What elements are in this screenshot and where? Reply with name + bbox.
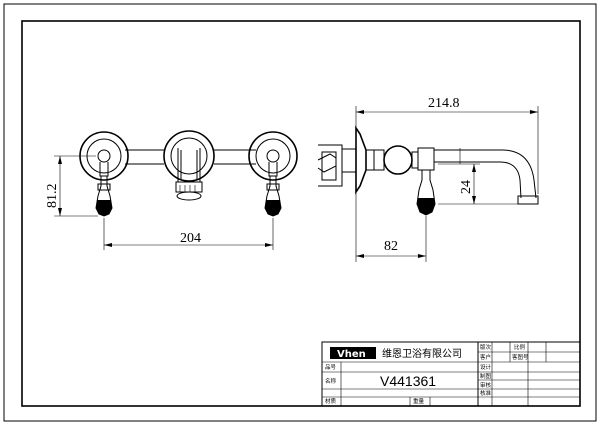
right-handle [248, 131, 298, 217]
label-part-number: 品号 [325, 364, 337, 371]
model-number: V441361 [380, 373, 436, 389]
label-name: 名称 [325, 377, 337, 385]
company-name: 维恩卫浴有限公司 [382, 347, 462, 360]
brand-logo-text: Vhen [337, 349, 366, 360]
dimension-side-length: 214.8 [355, 96, 539, 194]
dimension-front-width: 204 [103, 218, 274, 250]
title-block: Vhen 维恩卫浴有限公司 品号 名称 材质 重量 V441361 版次 客户 … [321, 341, 581, 407]
brand-logo [330, 347, 376, 359]
dimension-front-height: 81.2 [45, 155, 98, 217]
label-scale: 比例 [514, 343, 526, 351]
front-view: 204 81.2 [45, 130, 298, 250]
label-approve: 核准 [480, 389, 492, 397]
side-view: 214.8 24 82 [317, 96, 539, 262]
label-weight: 重量 [413, 397, 425, 405]
label-customer: 客户 [480, 353, 491, 361]
outer-border [3, 3, 597, 422]
label-customer-drawing-no: 客图号 [512, 353, 529, 361]
dim-82-label: 82 [384, 239, 398, 254]
dim-81-2-label: 81.2 [45, 184, 60, 209]
dim-24-label: 24 [459, 180, 474, 194]
dimension-handle-offset: 82 [355, 192, 427, 262]
dimension-spout-drop: 24 [438, 163, 518, 205]
label-revision: 版次 [480, 343, 492, 351]
label-material: 材质 [325, 397, 337, 405]
label-design: 设计 [480, 363, 492, 371]
label-review: 审核 [480, 381, 492, 389]
center-spout [163, 130, 215, 201]
dim-204-label: 204 [180, 231, 201, 246]
left-handle [79, 131, 129, 217]
inner-border [21, 20, 581, 407]
dim-214-8-label: 214.8 [428, 96, 460, 111]
label-drafting: 制图 [480, 372, 492, 380]
